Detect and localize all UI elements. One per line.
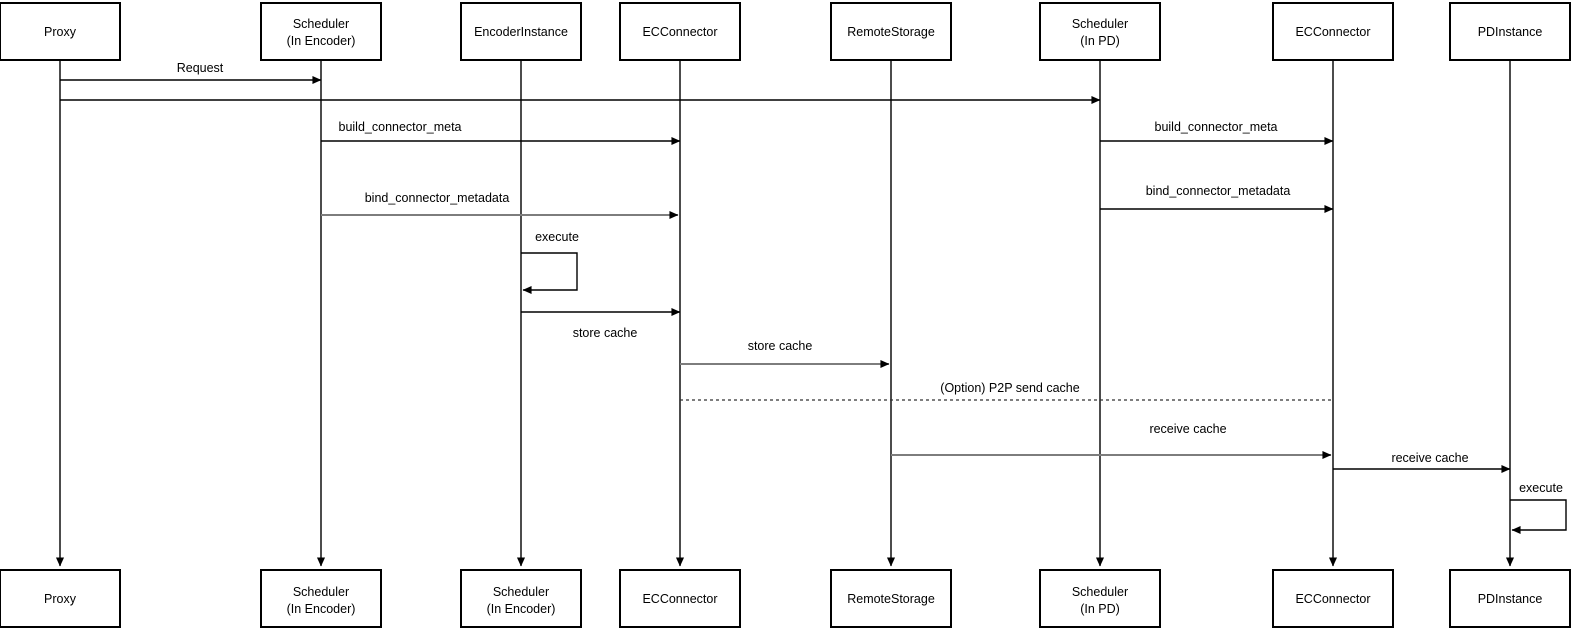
actor-box — [1039, 2, 1161, 61]
actor-top-pdinstance: PDInstance — [1449, 2, 1571, 61]
actor-bottom-scheduler-encoder-2: Scheduler (In Encoder) — [460, 569, 582, 628]
actor-label-line1: Scheduler — [1072, 585, 1128, 599]
actor-box — [1272, 569, 1394, 628]
actor-label: PDInstance — [1478, 592, 1543, 606]
actor-box — [619, 569, 741, 628]
messages: Request build_connector_meta build_conne… — [60, 61, 1567, 535]
actor-box — [619, 2, 741, 61]
actor-top-proxy: Proxy — [0, 2, 121, 61]
actor-box — [460, 569, 582, 628]
message-label: execute — [535, 230, 579, 244]
actor-label-line1: Scheduler — [293, 585, 349, 599]
message-store-cache-encoder-to-ecconnector: store cache — [521, 307, 681, 340]
actor-label: ECConnector — [1295, 592, 1370, 606]
actor-top-scheduler-pd: Scheduler (In PD) — [1039, 2, 1161, 61]
message-build-connector-meta-pd: build_connector_meta — [1100, 120, 1334, 146]
actor-label-line2: (In Encoder) — [287, 602, 356, 616]
actor-label: Proxy — [44, 25, 77, 39]
actor-label-line2: (In Encoder) — [287, 34, 356, 48]
actor-label: RemoteStorage — [847, 592, 935, 606]
actor-box — [0, 569, 121, 628]
message-label: build_connector_meta — [339, 120, 462, 134]
actor-top-encoder-instance: EncoderInstance — [460, 2, 582, 61]
message-label: (Option) P2P send cache — [940, 381, 1079, 395]
lifelines — [55, 60, 1515, 567]
actor-label: RemoteStorage — [847, 25, 935, 39]
actor-box — [460, 2, 582, 61]
message-label: bind_connector_metadata — [365, 191, 510, 205]
message-store-cache-ecconnector-to-remotestorage: store cache — [680, 339, 890, 369]
actor-label-line2: (In PD) — [1080, 602, 1120, 616]
actor-bottom-scheduler-pd: Scheduler (In PD) — [1039, 569, 1161, 628]
actor-bottom-proxy: Proxy — [0, 569, 121, 628]
actor-label: ECConnector — [1295, 25, 1370, 39]
actor-label-line1: Scheduler — [293, 17, 349, 31]
actor-label: ECConnector — [642, 25, 717, 39]
actor-box — [1039, 569, 1161, 628]
actor-bottom-remotestorage: RemoteStorage — [830, 569, 952, 628]
actor-label: ECConnector — [642, 592, 717, 606]
self-loop-arrow — [521, 252, 578, 295]
message-label: build_connector_meta — [1155, 120, 1278, 134]
message-execute-pd-selfloop: execute — [1510, 481, 1567, 535]
actor-bottom-ecconnector: ECConnector — [619, 569, 741, 628]
message-label: execute — [1519, 481, 1563, 495]
message-bind-connector-metadata-encoder: bind_connector_metadata — [321, 191, 679, 220]
self-loop-arrow — [1510, 499, 1567, 535]
message-label: receive cache — [1149, 422, 1226, 436]
actor-top-ecconnector: ECConnector — [619, 2, 741, 61]
actor-label: EncoderInstance — [474, 25, 568, 39]
actor-box — [1272, 2, 1394, 61]
actor-box — [260, 569, 382, 628]
actor-bottom-scheduler-encoder: Scheduler (In Encoder) — [260, 569, 382, 628]
actor-label: Proxy — [44, 592, 77, 606]
actor-top-ecconnector-pd: ECConnector — [1272, 2, 1394, 61]
message-request: Request — [60, 61, 322, 85]
actor-box — [830, 569, 952, 628]
actor-top-remotestorage: RemoteStorage — [830, 2, 952, 61]
message-label: store cache — [573, 326, 638, 340]
actor-label: PDInstance — [1478, 25, 1543, 39]
message-label: Request — [177, 61, 224, 75]
message-label: store cache — [748, 339, 813, 353]
actor-boxes-bottom: Proxy Scheduler (In Encoder) Scheduler (… — [0, 569, 1571, 628]
actor-box — [260, 2, 382, 61]
message-receive-cache-remotestorage-to-ecconnector: receive cache — [891, 422, 1332, 460]
actor-label-line2: (In PD) — [1080, 34, 1120, 48]
actor-bottom-pdinstance: PDInstance — [1449, 569, 1571, 628]
message-receive-cache-ecconnector-to-pdinstance: receive cache — [1333, 451, 1511, 474]
actor-box — [1449, 569, 1571, 628]
actor-box — [830, 2, 952, 61]
message-bind-connector-metadata-pd: bind_connector_metadata — [1100, 184, 1334, 214]
message-label: bind_connector_metadata — [1146, 184, 1291, 198]
actor-label-line2: (In Encoder) — [487, 602, 556, 616]
actor-box — [1449, 2, 1571, 61]
actor-bottom-ecconnector-pd: ECConnector — [1272, 569, 1394, 628]
message-label: receive cache — [1391, 451, 1468, 465]
actor-label-line1: Scheduler — [1072, 17, 1128, 31]
actor-top-scheduler-encoder: Scheduler (In Encoder) — [260, 2, 382, 61]
actor-label-line1: Scheduler — [493, 585, 549, 599]
message-p2p-send-cache: (Option) P2P send cache — [680, 381, 1333, 401]
actor-box — [0, 2, 121, 61]
actor-boxes-top: Proxy Scheduler (In Encoder) EncoderInst… — [0, 2, 1571, 61]
message-build-connector-meta-encoder: build_connector_meta — [321, 120, 681, 146]
message-execute-encoder-selfloop: execute — [521, 230, 579, 295]
